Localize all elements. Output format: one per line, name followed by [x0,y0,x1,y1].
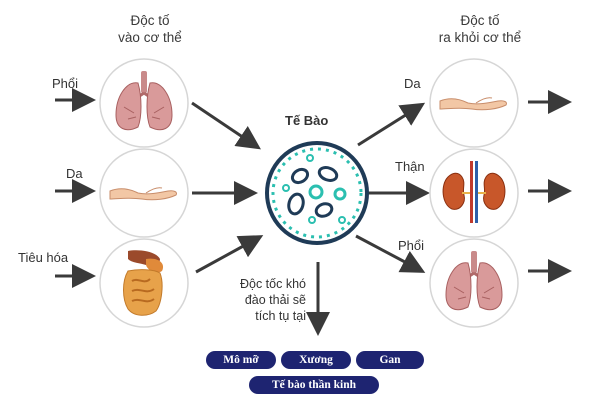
hand-icon [98,147,190,244]
output-label-lungs: Phổi [398,238,425,253]
hand-icon [428,57,520,154]
cell-title: Tế Bào [285,113,329,128]
kidneys-icon [428,147,520,244]
site-pill-bone: Xương [281,351,351,369]
output-heading-line1: Độc tố [460,13,500,28]
note-line-2: đào thải sẽ [244,293,306,307]
arrow-cell-to-skin [357,102,426,147]
site-pill-liver: Gan [356,351,424,369]
input-heading-line2: vào cơ thể [118,30,182,45]
input-label-skin: Da [66,166,83,181]
note-line-3: tích tụ tại [255,309,306,323]
output-heading: Độc tố ra khỏi cơ thể [420,12,540,46]
output-heading-line2: ra khỏi cơ thể [438,30,522,45]
output-label-skin: Da [404,76,421,91]
digestive-system-icon [98,237,190,334]
arrow-gut-to-cell [195,235,264,274]
input-heading-line1: Độc tố [130,13,170,28]
arrow-cell-to-lungs [355,234,426,273]
cell-icon [262,138,372,253]
output-label-kidneys: Thận [395,159,425,174]
accumulation-note: Độc tốc khó đào thải sẽ tích tụ tại [214,276,306,324]
lungs-icon [428,237,520,334]
site-pill-nerve-cells: Tế bào thần kinh [249,376,379,394]
site-pill-fat-tissue: Mô mỡ [206,351,276,369]
input-heading: Độc tố vào cơ thể [95,12,205,46]
arrow-lungs-to-cell [191,101,261,150]
lungs-icon [98,57,190,154]
note-line-1: Độc tốc khó [239,277,306,291]
input-label-digestion: Tiêu hóa [18,250,69,265]
input-label-lungs: Phổi [52,76,79,91]
